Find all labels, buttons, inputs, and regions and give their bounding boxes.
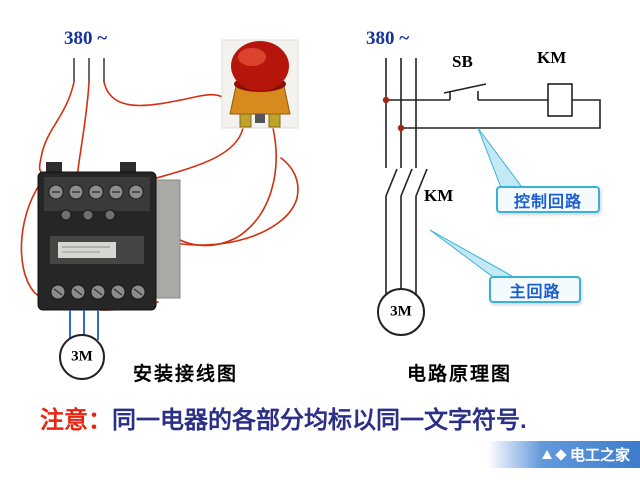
control-circuit-wiring	[386, 83, 601, 129]
control-callout-arrow	[477, 127, 525, 191]
left-motor-leads	[69, 310, 99, 340]
junction-dot	[382, 96, 390, 104]
left-motor-symbol	[59, 334, 105, 380]
right-caption: 电路原理图	[407, 364, 513, 385]
main-callout-arrow	[429, 229, 521, 281]
left-caption: 安装接线图	[133, 364, 239, 385]
left-motor-label: 3M	[71, 348, 93, 365]
km-contact-label: KM	[424, 186, 454, 205]
left-supply-lines	[73, 58, 105, 82]
watermark-square-icon	[555, 448, 567, 461]
watermark-text: 电工之家	[569, 447, 630, 464]
junction-dot	[397, 124, 405, 132]
main-circuit-callout: 主回路	[489, 276, 581, 303]
right-supply-label: 380 ~	[366, 28, 410, 49]
watermark-triangle-icon	[541, 450, 552, 459]
km-coil-symbol	[547, 83, 573, 117]
push-button-photo	[221, 39, 299, 129]
right-motor-label: 3M	[390, 303, 412, 320]
left-supply-label: 380 ~	[64, 28, 108, 49]
main-circuit-callout-label: 主回路	[509, 283, 561, 301]
note-text: 同一电器的各部分均标以同一文字符号.	[112, 407, 527, 434]
note-prefix: 注意：	[40, 407, 112, 434]
sb-label: SB	[452, 52, 473, 71]
km-coil-label: KM	[537, 48, 567, 67]
control-circuit-callout: 控制回路	[496, 186, 600, 213]
km-main-contacts	[385, 168, 428, 197]
control-circuit-callout-label: 控制回路	[513, 193, 582, 211]
contactor-photo	[37, 162, 181, 311]
right-phase-lines	[385, 58, 417, 295]
right-motor-symbol	[377, 288, 425, 336]
watermark-strip: 电工之家	[488, 441, 640, 468]
sb-contact-blade	[443, 83, 487, 94]
note-line: 注意：同一电器的各部分均标以同一文字符号.	[40, 400, 527, 435]
